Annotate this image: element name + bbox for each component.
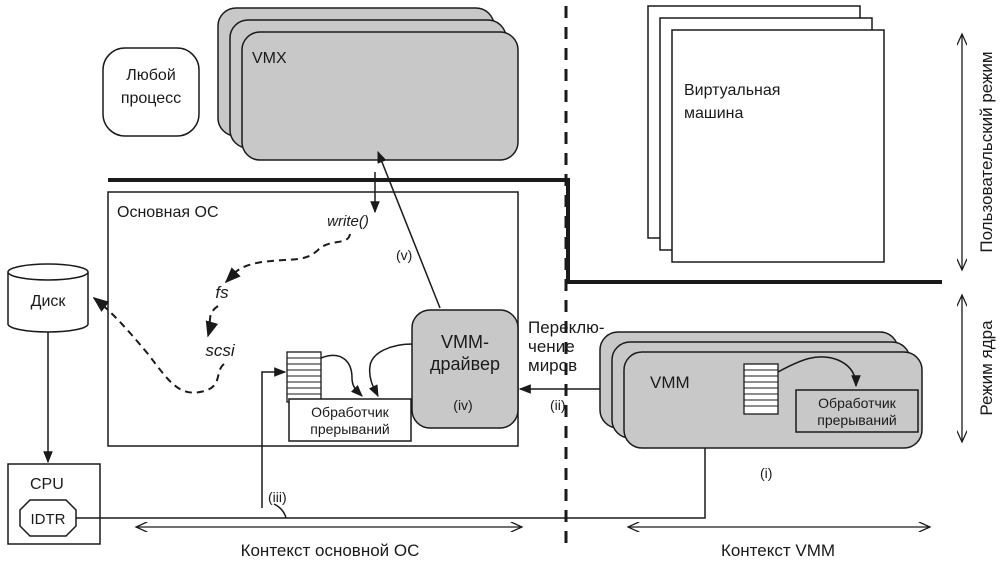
host-handler-label-1: Обработчик [311,404,390,420]
world-switch-label-3: миров [528,356,577,375]
vmm-interrupt-handler-box [795,389,919,433]
world-switch-label-1: Переклю- [528,318,605,337]
any-process-label-1: Любой [126,67,176,84]
vmm-handler-label-2: прерываний [817,412,896,428]
host-os-label: Основная ОС [117,204,219,221]
iii-curve [273,503,287,519]
driver-to-vmx-arrow [377,150,441,309]
world-switch-label-2: чение [528,337,575,356]
vm-label-1: Виртуальная [684,82,780,99]
scsi-label: scsi [205,341,236,360]
idtr-label: IDTR [31,511,66,528]
disk-label: Диск [31,293,67,310]
driver-to-handler-arrow [368,343,413,398]
io-path-scsi-disk [92,297,225,394]
host-interrupt-table [286,351,322,403]
vmm-driver-label-2: драйвер [430,354,500,374]
iii-to-host-table-line [261,367,287,508]
io-path-fs-scsi [205,305,219,338]
label-v: (v) [396,247,412,263]
vmm-context-label: Контекст VMM [721,541,835,560]
host-table-to-handler-arrow [320,354,363,397]
write-call-label: write() [327,213,369,230]
host-interrupt-handler-box [288,398,412,442]
io-path-write-fs [224,233,351,284]
label-iii: (iii) [268,489,287,505]
fs-label: fs [215,283,229,302]
vmx-label: VMX [252,50,287,67]
vmm-interrupt-table [743,363,779,415]
label-iv: (iv) [453,397,472,413]
host-handler-label-2: прерываний [310,421,389,437]
vmm-driver-label-1: VMM- [441,332,489,352]
vm-page-front [671,29,885,263]
vmm-handler-label-1: Обработчик [818,395,897,411]
vmm-driver-box [411,309,519,429]
vmm-label: VMM [650,373,690,392]
vmm-table-to-handler-arrow [777,356,861,388]
any-process-box [102,47,200,137]
user-mode-label: Пользовательский режим [977,51,996,252]
cpu-label: CPU [30,476,64,493]
label-ii: (ii) [550,397,566,413]
kernel-mode-label: Режим ядра [977,320,996,416]
any-process-label-2: процесс [121,90,181,107]
user-kernel-boundary [108,178,942,284]
cpu-box [7,463,101,545]
label-i: (i) [760,465,772,481]
host-context-label: Контекст основной ОС [241,541,420,560]
vm-label-2: машина [684,105,744,122]
idtr-box [19,499,77,537]
